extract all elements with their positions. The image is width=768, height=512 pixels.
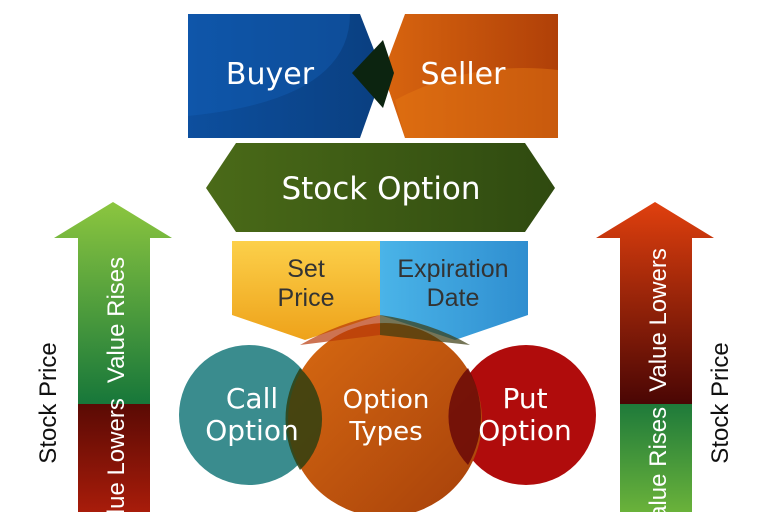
- call-option-circle: [179, 345, 319, 485]
- call-line1: Call: [226, 382, 278, 415]
- right-upper-label: Value Lowers: [645, 248, 672, 392]
- put-overlap: [448, 368, 481, 465]
- right-axis-label: Stock Price: [707, 342, 734, 463]
- stock-option-block: Stock Option: [206, 143, 555, 232]
- seller-label: Seller: [421, 57, 507, 92]
- set-price-line1: Set: [287, 255, 325, 283]
- option-types-circle: [288, 323, 482, 512]
- stock-option-title: Stock Option: [281, 171, 480, 207]
- call-overlap: [285, 368, 323, 470]
- put-option-circle: [456, 345, 596, 485]
- seller-block: Seller: [383, 14, 558, 138]
- left-axis-label: Stock Price: [35, 342, 62, 463]
- set-price-block: Set Price: [232, 241, 380, 340]
- expiration-date-block: Expiration Date: [380, 241, 528, 340]
- set-price-line2: Price: [278, 284, 335, 312]
- call-line2: Option: [205, 414, 298, 447]
- put-line1: Put: [502, 382, 547, 415]
- buyer-block: Buyer: [188, 14, 383, 138]
- expiration-line1: Expiration: [397, 255, 508, 283]
- right-lower-label: Value Rises: [645, 407, 672, 512]
- exchange-diamond: [352, 40, 394, 108]
- types-line2: Types: [348, 417, 422, 447]
- right-stock-price-arrow: Value Lowers Value Rises Stock Price: [596, 202, 734, 512]
- buyer-label: Buyer: [226, 57, 315, 92]
- types-line1: Option: [343, 385, 430, 415]
- left-upper-label: Value Rises: [103, 257, 130, 383]
- left-stock-price-arrow: Value Rises Value Lowers Stock Price: [35, 202, 172, 512]
- expiration-line2: Date: [427, 284, 480, 312]
- left-lower-label: Value Lowers: [103, 398, 130, 512]
- put-line2: Option: [478, 414, 571, 447]
